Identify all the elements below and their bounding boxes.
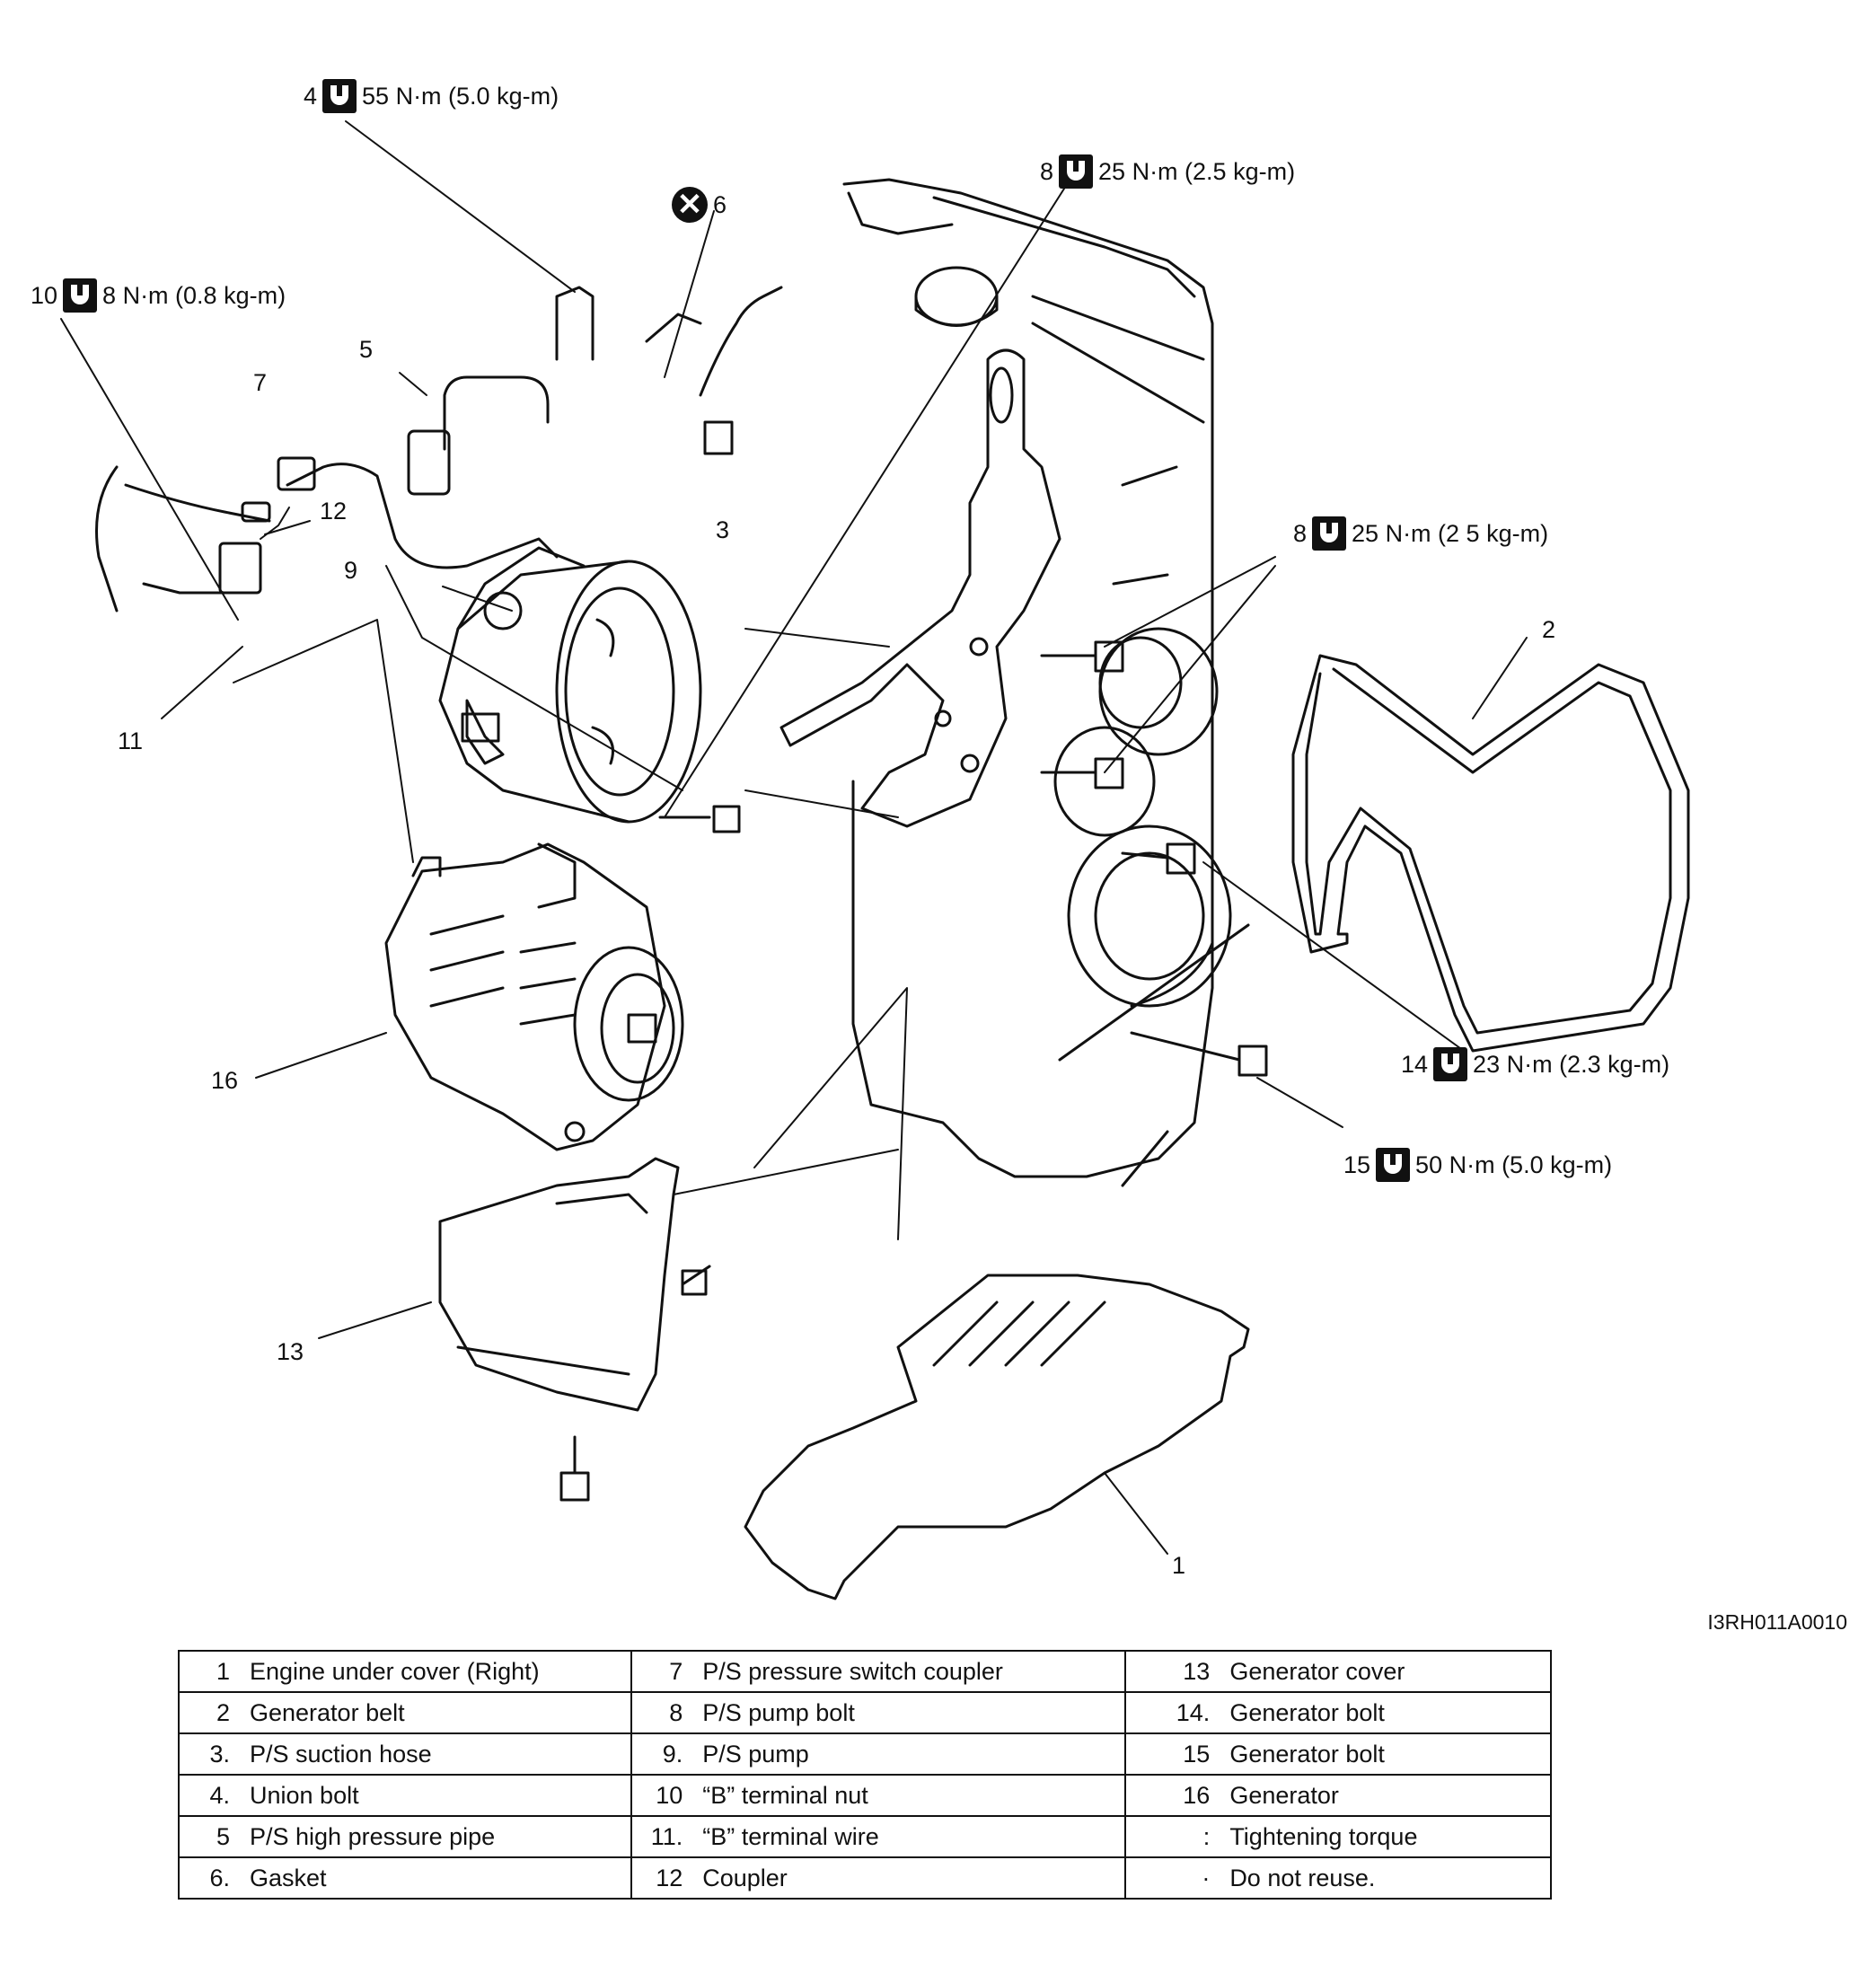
callout-number: 10 <box>31 281 58 309</box>
callout-torque: 8 N·m (0.8 kg-m) <box>102 281 286 309</box>
engine-under-cover <box>744 1274 1250 1600</box>
callout-number: 14 <box>1401 1050 1429 1078</box>
part-number: 1 <box>216 1657 230 1685</box>
callout-generator-bolt-14-torque: 14 23 N·m (2.3 kg-m) <box>1401 1047 1669 1081</box>
part-name: Generator bolt <box>1229 1740 1385 1768</box>
part-name: P/S pump <box>702 1740 809 1768</box>
label-ps-pump: 9 <box>344 557 358 584</box>
exploded-view-diagram <box>60 120 1690 1600</box>
callout-torque: 25 N·m (2.5 kg-m) <box>1098 157 1296 185</box>
table-row: 2 Generator belt 8 P/S pump bolt 14. Genera… <box>177 1691 1552 1734</box>
engine-pulleys <box>1053 627 1232 1008</box>
part-name: Union bolt <box>250 1781 359 1809</box>
pump-bracket <box>779 348 1061 828</box>
part-number: 9. <box>662 1740 683 1768</box>
callout-number: 15 <box>1343 1151 1371 1178</box>
symbol-tightening-torque: : <box>1202 1822 1211 1850</box>
symbol-do-not-reuse: · <box>1202 1864 1211 1891</box>
ps-pump <box>438 546 702 824</box>
part-name: “B” terminal nut <box>702 1781 868 1809</box>
callout-ps-pump-bolt-torque-upper: 8 25 N·m (2.5 kg-m) <box>1040 154 1295 189</box>
parts-legend-table: 1 Engine under cover (Right) 7 P/S pressur… <box>177 1650 1552 1900</box>
label-ps-suction-hose: 3 <box>716 516 730 543</box>
table-row: 1 Engine under cover (Right) 7 P/S pressur… <box>177 1650 1552 1693</box>
bolts <box>555 286 1268 1502</box>
label-generator-cover: 13 <box>277 1338 304 1365</box>
part-name: Generator <box>1229 1781 1339 1809</box>
figure-reference-code: I3RH011A0010 <box>1707 1610 1847 1634</box>
callout-torque: 25 N·m (2 5 kg-m) <box>1352 519 1549 547</box>
part-number: 5 <box>216 1822 230 1850</box>
callout-generator-bolt-15-torque: 15 50 N·m (5.0 kg-m) <box>1343 1148 1612 1182</box>
callout-number: 4 <box>304 82 318 110</box>
leader-lines <box>60 120 1528 1555</box>
tightening-torque-icon <box>1059 154 1094 189</box>
label-b-terminal-wire: 11 <box>118 727 144 754</box>
label-engine-under-cover: 1 <box>1172 1552 1186 1579</box>
part-number: 2 <box>216 1698 230 1726</box>
part-name: Generator bolt <box>1229 1698 1385 1726</box>
part-name: Do not reuse. <box>1229 1864 1376 1891</box>
part-number: 6. <box>209 1864 230 1891</box>
generator-cover <box>438 1157 680 1412</box>
part-number: 14. <box>1176 1698 1211 1726</box>
callout-torque: 50 N·m (5.0 kg-m) <box>1415 1151 1613 1178</box>
table-row: 3. P/S suction hose 9. P/S pump 15 Generato… <box>177 1732 1552 1776</box>
tightening-torque-icon <box>1376 1148 1411 1182</box>
part-name: Engine under cover (Right) <box>250 1657 540 1685</box>
hoses-and-wires <box>95 286 783 613</box>
part-number: 3. <box>209 1740 230 1768</box>
table-row: 6. Gasket 12 Coupler · Do not reuse. <box>177 1856 1552 1900</box>
part-number: 13 <box>1183 1657 1211 1685</box>
part-name: Coupler <box>702 1864 788 1891</box>
tightening-torque-icon <box>1433 1047 1468 1081</box>
label-generator: 16 <box>211 1067 239 1094</box>
part-name: Gasket <box>250 1864 327 1891</box>
part-name: P/S pump bolt <box>702 1698 855 1726</box>
callout-torque: 23 N·m (2.3 kg-m) <box>1473 1050 1670 1078</box>
table-row: 4. Union bolt 10 “B” terminal nut 16 Genera… <box>177 1774 1552 1817</box>
part-name: Generator belt <box>250 1698 405 1726</box>
tightening-torque-icon <box>1312 516 1347 551</box>
part-number: 7 <box>669 1657 683 1685</box>
engine-block <box>842 178 1250 1187</box>
callout-number: 8 <box>1040 157 1054 185</box>
callout-torque: 55 N·m (5.0 kg-m) <box>362 82 559 110</box>
label-ps-pressure-switch-coupler: 7 <box>253 369 268 396</box>
part-number: 12 <box>656 1864 683 1891</box>
part-name: P/S high pressure pipe <box>250 1822 496 1850</box>
part-number: 16 <box>1183 1781 1211 1809</box>
callout-b-terminal-nut-torque: 10 8 N·m (0.8 kg-m) <box>31 278 286 313</box>
callout-union-bolt-torque: 4 55 N·m (5.0 kg-m) <box>304 79 559 113</box>
part-number: 15 <box>1183 1740 1211 1768</box>
label-ps-high-pressure-pipe: 5 <box>359 336 374 363</box>
generator-belt <box>1291 654 1690 1053</box>
part-number: 11. <box>650 1822 683 1850</box>
callout-ps-pump-bolt-torque-lower: 8 25 N·m (2 5 kg-m) <box>1293 516 1548 551</box>
part-name: P/S pressure switch coupler <box>702 1657 1003 1685</box>
part-number: 10 <box>656 1781 683 1809</box>
tightening-torque-icon <box>322 79 357 113</box>
tightening-torque-icon <box>63 278 98 313</box>
callout-gasket-do-not-reuse: ✕ 6 <box>672 187 727 223</box>
callout-number: 8 <box>1293 519 1308 547</box>
part-name: Generator cover <box>1229 1657 1405 1685</box>
label-generator-belt: 2 <box>1542 616 1556 643</box>
generator <box>384 842 684 1151</box>
part-number: 4. <box>209 1781 230 1809</box>
label-coupler: 12 <box>320 498 348 525</box>
part-name: “B” terminal wire <box>702 1822 879 1850</box>
part-number: 8 <box>669 1698 683 1726</box>
do-not-reuse-icon: ✕ <box>672 187 708 223</box>
table-row: 5 P/S high pressure pipe 11. “B” terminal … <box>177 1815 1552 1858</box>
part-name: P/S suction hose <box>250 1740 432 1768</box>
part-name: Tightening torque <box>1229 1822 1418 1850</box>
callout-number: 6 <box>713 190 727 218</box>
